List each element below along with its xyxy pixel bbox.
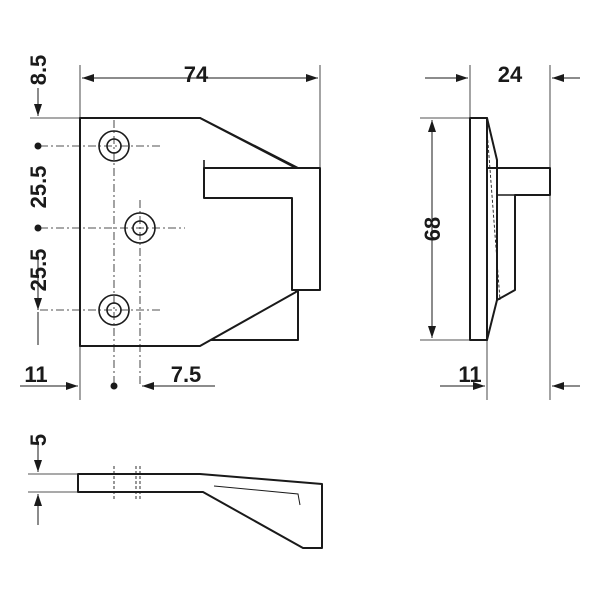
- dim-left-offset: 11: [24, 362, 47, 387]
- top-profile: [77, 473, 323, 549]
- dim-side-plate: 11: [458, 362, 481, 387]
- top-view: 5: [26, 434, 323, 549]
- front-view: 74 8.5 25.5 25.5 11 7.5: [20, 55, 321, 400]
- dim-hole-spacing-1: 25.5: [26, 166, 51, 209]
- dim-top-offset: 8.5: [26, 55, 51, 86]
- dim-side-height: 68: [420, 217, 445, 241]
- dim-hole-spacing-2: 25.5: [26, 249, 51, 292]
- dim-width-top: 74: [184, 62, 209, 87]
- side-view: 24 68 11: [420, 62, 580, 400]
- dim-side-depth: 24: [498, 62, 523, 87]
- dim-hole-offset: 7.5: [171, 362, 202, 387]
- side-arm: [486, 167, 551, 301]
- dim-plate-thickness: 5: [26, 434, 51, 446]
- side-plate: [469, 117, 488, 341]
- top-inner-groove: [213, 485, 301, 506]
